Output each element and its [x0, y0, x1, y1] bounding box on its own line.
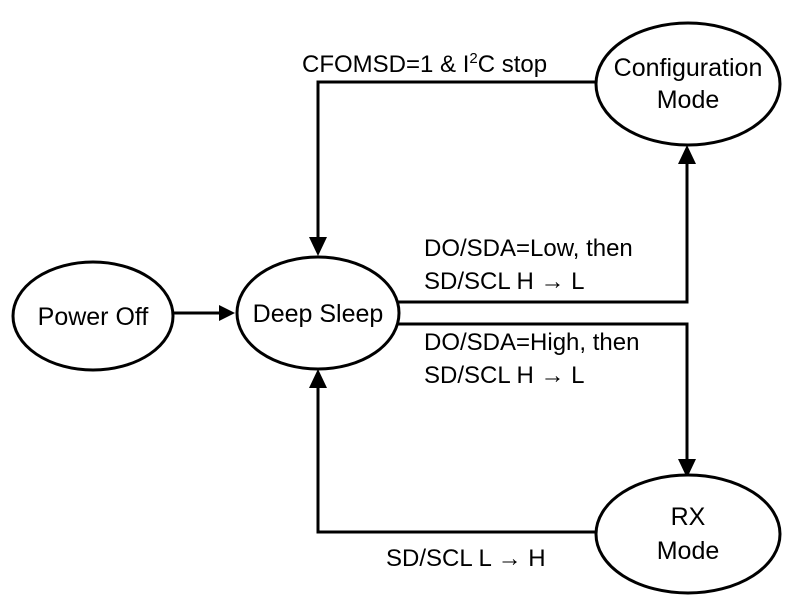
arrowhead-deepsleep-to-config [678, 145, 696, 164]
node-deep-sleep-label: Deep Sleep [253, 300, 384, 328]
node-rx-mode-label-line1: RX [671, 503, 706, 531]
node-configuration-mode-shape [594, 21, 782, 147]
edge-config-label-suffix: C stop [478, 51, 547, 78]
node-rx-mode-label-line2: Mode [657, 537, 720, 565]
edge-deepsleep-to-config-line [398, 163, 689, 304]
node-power-off-label: Power Off [38, 303, 149, 331]
arrowhead-rx-to-deepsleep [309, 369, 327, 388]
edge-deepsleep-to-config-label-line2: SD/SCL H → L [424, 268, 585, 295]
node-deep-sleep-shape [235, 255, 401, 371]
node-rx-mode-shape [594, 473, 782, 595]
node-configuration-mode: Configuration Mode [594, 21, 782, 147]
node-configuration-mode-label-line1: Configuration [614, 54, 763, 82]
edge-config-label-superscript: 2 [469, 50, 477, 67]
node-rx-mode: RX Mode [594, 473, 782, 595]
arrowhead-poweroff-to-deepsleep [219, 305, 235, 321]
edge-deepsleep-to-config-label-line1: DO/SDA=Low, then [424, 235, 633, 262]
edge-rx-to-deepsleep-label: SD/SCL L → H [386, 545, 546, 572]
edge-deepsleep-to-rx-line [398, 322, 689, 460]
node-power-off-shape [11, 260, 175, 372]
edge-deepsleep-to-rx-label-line2: SD/SCL H → L [424, 362, 585, 389]
edge-config-to-deepsleep-line [316, 80, 597, 238]
node-deep-sleep: Deep Sleep [235, 255, 401, 371]
edge-config-label-prefix: CFOMSD=1 & I [302, 51, 469, 78]
node-configuration-mode-label-line2: Mode [657, 86, 720, 114]
arrowhead-deepsleep-to-rx [678, 459, 696, 478]
edge-rx-to-deepsleep-line [316, 387, 597, 534]
node-power-off: Power Off [11, 260, 175, 372]
edge-config-to-deepsleep-label: CFOMSD=1 & I2C stop [302, 50, 547, 78]
arrowhead-config-to-deepsleep [309, 237, 327, 256]
edge-deepsleep-to-rx-label-line1: DO/SDA=High, then [424, 329, 639, 356]
